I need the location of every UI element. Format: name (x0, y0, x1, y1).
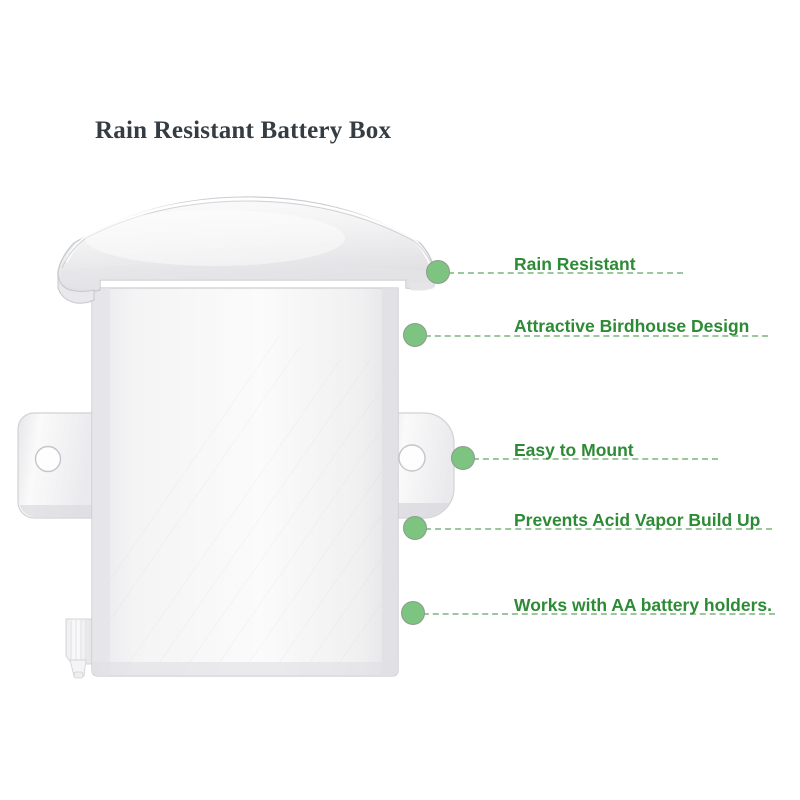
callout-label: Attractive Birdhouse Design (514, 316, 750, 336)
cable-gland (65, 618, 93, 679)
callout-label: Prevents Acid Vapor Build Up (514, 510, 761, 530)
callout-line (413, 613, 775, 615)
battery-box-body (91, 287, 399, 677)
callout-line (463, 458, 718, 460)
callout-dot[interactable] (451, 446, 475, 470)
callout-label: Rain Resistant (514, 254, 636, 274)
callout-dot[interactable] (401, 601, 425, 625)
right-mounting-flange (385, 412, 455, 519)
battery-box-lid (57, 196, 435, 304)
page-title: Rain Resistant Battery Box (95, 117, 392, 144)
callout-dot[interactable] (426, 260, 450, 284)
callout-line (415, 528, 772, 530)
callout-dot[interactable] (403, 323, 427, 347)
callout-dot[interactable] (403, 516, 427, 540)
left-mounting-flange (17, 412, 94, 519)
callout-label: Easy to Mount (514, 440, 634, 460)
callout-label: Works with AA battery holders. (514, 595, 773, 615)
callout-line (438, 272, 683, 274)
callout-line (415, 335, 768, 337)
